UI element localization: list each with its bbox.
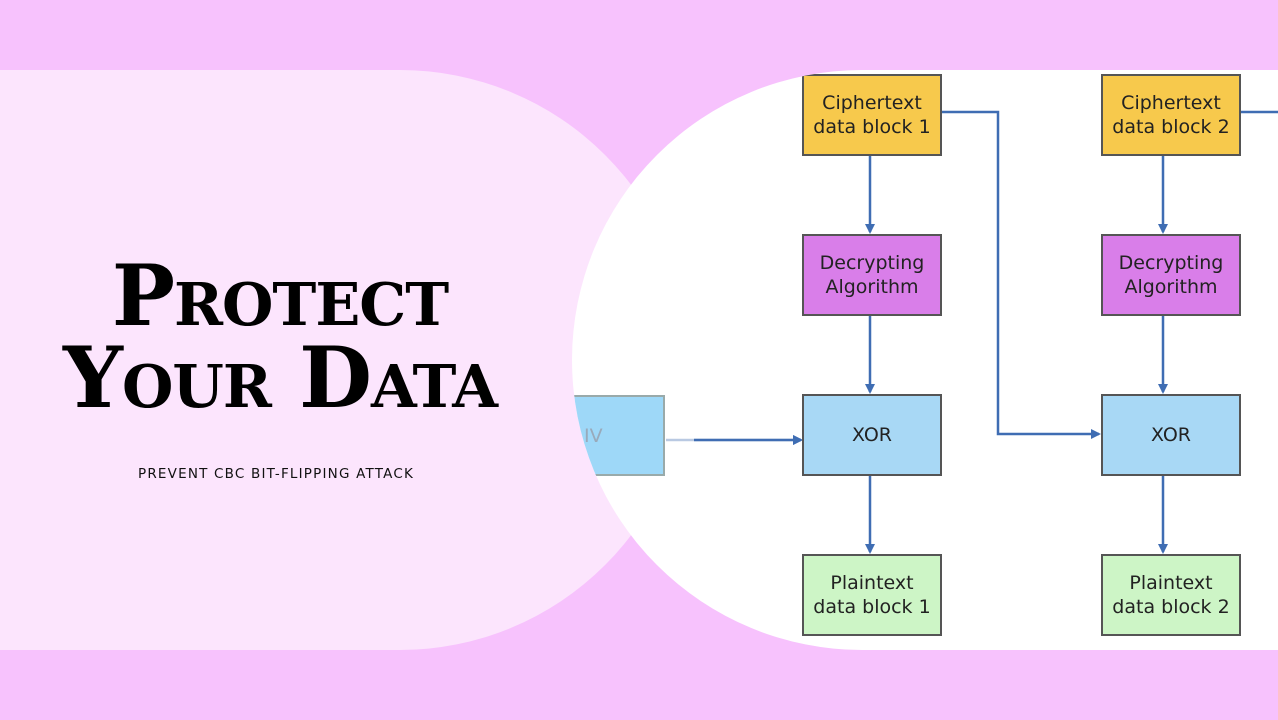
plaintext-block-2-label: Plaintext data block 2 bbox=[1112, 572, 1230, 618]
xor-block-1: XOR bbox=[802, 394, 942, 476]
title-line-2: Your Data bbox=[63, 328, 498, 427]
page-title: Protect Your Data bbox=[0, 246, 560, 427]
decrypt-block-1: Decrypting Algorithm bbox=[802, 234, 942, 316]
xor-block-1-label: XOR bbox=[852, 424, 892, 446]
ciphertext-block-1: Ciphertext data block 1 bbox=[802, 74, 942, 156]
decrypt-block-1-label: Decrypting Algorithm bbox=[819, 252, 925, 298]
xor-block-2-label: XOR bbox=[1151, 424, 1191, 446]
decrypt-block-2: Decrypting Algorithm bbox=[1101, 234, 1241, 316]
arrow-cipher1-xor2 bbox=[942, 110, 1101, 439]
plaintext-block-1: Plaintext data block 1 bbox=[802, 554, 942, 636]
plaintext-block-1-label: Plaintext data block 1 bbox=[813, 572, 931, 618]
title-line-1: Protect bbox=[111, 246, 449, 345]
decrypt-block-2-label: Decrypting Algorithm bbox=[1118, 252, 1224, 298]
iv-box: IV bbox=[572, 395, 665, 476]
ciphertext-block-2-label: Ciphertext data block 2 bbox=[1112, 92, 1230, 138]
ciphertext-block-1-label: Ciphertext data block 1 bbox=[813, 92, 931, 138]
ciphertext-block-2: Ciphertext data block 2 bbox=[1101, 74, 1241, 156]
subtitle: PREVENT CBC BIT-FLIPPING ATTACK bbox=[138, 466, 414, 482]
plaintext-block-2: Plaintext data block 2 bbox=[1101, 554, 1241, 636]
diagram-panel: IV Ciphertext data block 1 Decrypting Al… bbox=[572, 70, 1278, 650]
diagram-arrows bbox=[666, 110, 1278, 554]
iv-label: IV bbox=[584, 424, 603, 447]
xor-block-2: XOR bbox=[1101, 394, 1241, 476]
